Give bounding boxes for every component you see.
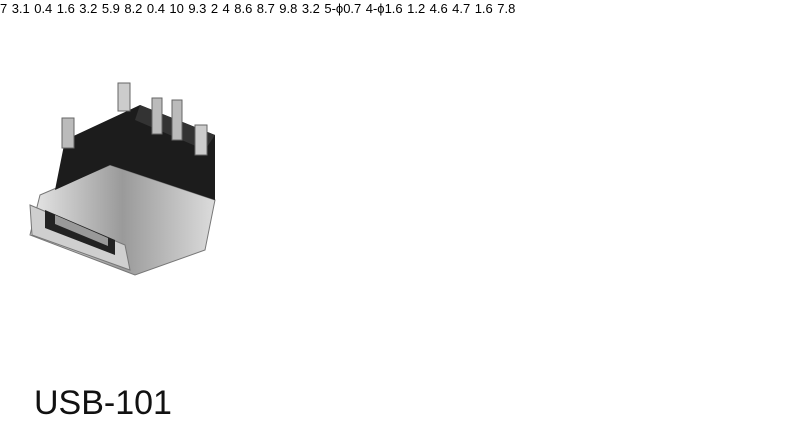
dim-pin-width: 0.4 [34, 1, 53, 16]
product-photo [29, 82, 216, 276]
dim-pad-pitch-top: 3.2 [301, 1, 320, 16]
dim-body-length: 9.3 [188, 1, 207, 16]
dim-span-legs: 5.9 [101, 1, 120, 16]
dim-8-6: 8.6 [234, 1, 253, 16]
dim-tab-offset: 4 [222, 1, 230, 16]
dim-pad-pitch-bottom: 1.6 [474, 1, 493, 16]
label-small-holes: 5-ϕ0.7 [324, 1, 362, 16]
dim-pin-height: 2 [210, 1, 219, 16]
dim-hole-pitch-right: 4.6 [429, 1, 448, 16]
dim-front-height: 3.1 [11, 1, 30, 16]
dim-overall-length: 10 [169, 1, 184, 16]
dim-hole-pitch-h: 7.8 [497, 1, 516, 16]
dim-overall-width: 8.2 [124, 1, 143, 16]
dim-row-offset: 1.2 [407, 1, 426, 16]
dim-8-7: 8.7 [256, 1, 275, 16]
dim-9-8: 9.8 [279, 1, 298, 16]
dim-hole-pitch-left: 4.7 [452, 1, 471, 16]
dim-front-width: 7 [0, 1, 8, 16]
dim-tab-width: 0.4 [146, 1, 165, 16]
dim-pitch: 1.6 [56, 1, 75, 16]
dim-span-3: 3.2 [79, 1, 98, 16]
model-title: USB-101 [34, 384, 172, 422]
label-large-holes: 4-ϕ1.6 [365, 1, 403, 16]
